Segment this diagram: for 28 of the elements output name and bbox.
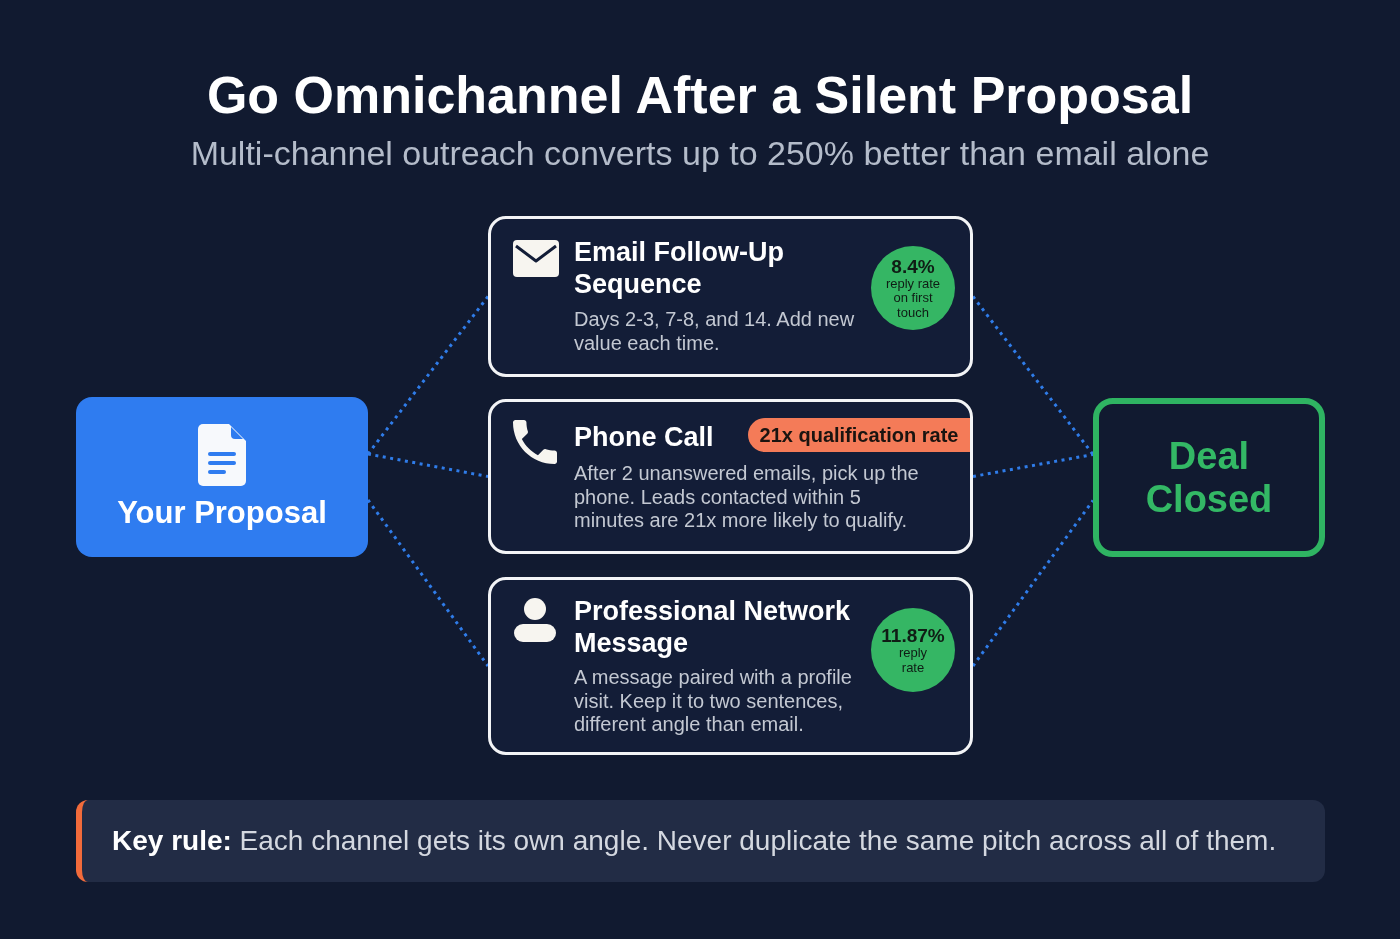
card-description: Days 2-3, 7-8, and 14. Add new value each time.	[574, 308, 856, 355]
note-text: Key rule: Each channel gets its own angle. Never duplicate the same pitch across all of them.	[112, 825, 1277, 857]
card-description: A message paired with a profile visit. Keep it to two sentences, different angle than email.	[574, 666, 853, 737]
stat-value: 11.87%	[881, 625, 945, 646]
outcome-box	[1093, 398, 1325, 557]
card-title: Email Follow-Up Sequence	[574, 236, 785, 300]
stat-value: 8.4%	[891, 255, 935, 277]
connector-line	[971, 499, 1095, 667]
box-label: Your Proposal	[117, 494, 327, 531]
diagram-title: Go Omnichannel After a Silent Proposal	[206, 66, 1194, 124]
stat-badge: 21x qualification rate	[748, 418, 970, 452]
channel-card	[488, 577, 973, 755]
diagram-subtitle: Multi-channel outreach converts up to 250% better than email alone	[190, 133, 1210, 173]
connector-line	[366, 295, 490, 455]
proposal-box	[76, 397, 368, 557]
card-title: Professional Network Message	[574, 595, 852, 659]
connector-line	[972, 453, 1094, 478]
connector-line	[366, 499, 490, 667]
connector-line	[367, 452, 489, 478]
key-rule-panel	[76, 800, 1325, 882]
channel-card	[488, 216, 973, 377]
channel-card	[488, 399, 973, 554]
box-label: Deal Closed	[1144, 434, 1274, 521]
card-description: After 2 unanswered emails, pick up the phone. Leads contacted within 5 minutes are 21x more likely to qualify.	[574, 462, 920, 533]
stat-caption: reply rate	[897, 646, 929, 675]
stat-caption: reply rate on first touch	[884, 276, 942, 321]
card-title: Phone Call	[574, 421, 714, 453]
connector-line	[971, 295, 1095, 456]
